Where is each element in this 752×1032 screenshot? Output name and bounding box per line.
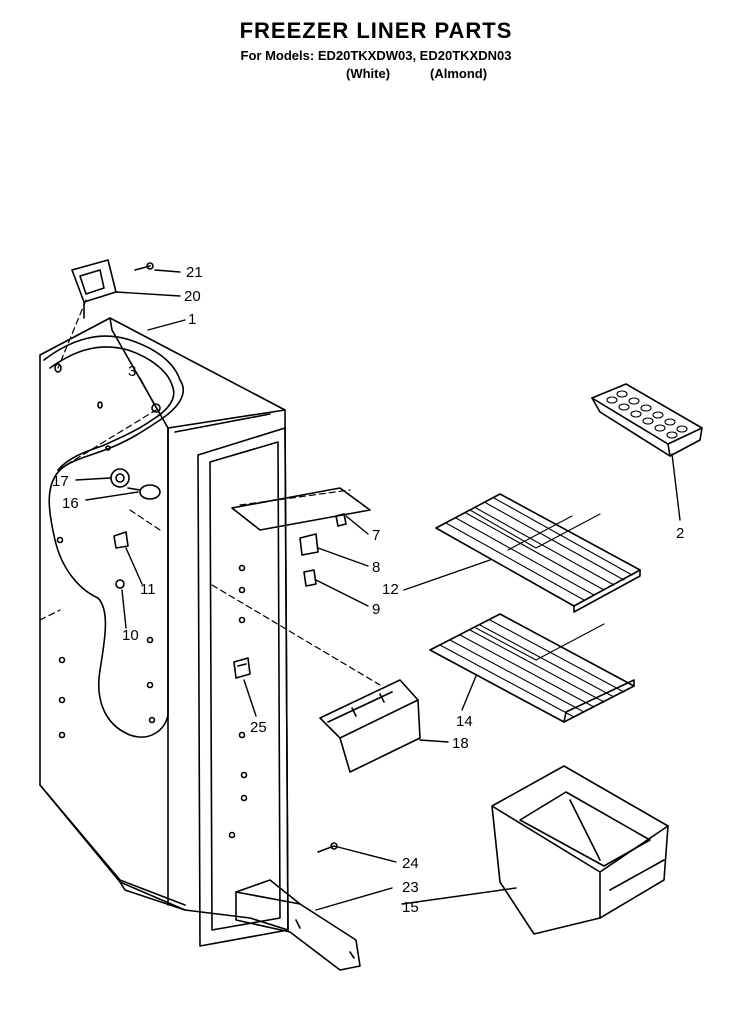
variant-white-label: (White) [346,66,391,81]
callout-9: 9 [372,601,380,618]
ice-tray-part-2 [591,383,703,457]
callout-23: 23 [402,879,419,896]
screw-part-24 [317,842,338,853]
bracket-part-23 [235,879,361,971]
callout-8: 8 [372,559,380,576]
variant-almond-label: (Almond) [430,66,488,81]
callout-11: 11 [140,581,156,598]
callout-18: 18 [452,735,469,752]
callout-20: 20 [184,288,201,305]
plug-part-3 [151,403,161,413]
wire-shelf-part-12 [435,493,641,613]
leader-lines [75,269,681,911]
callout-24: 24 [402,855,419,872]
screw-part-21 [134,262,154,271]
callout-12: 12 [382,581,399,598]
callout-25: 25 [250,719,267,736]
callout-labels: 21 20 1 3 17 16 11 10 7 8 12 9 2 14 18 2… [52,264,684,916]
shelf-support-part-18 [319,679,421,773]
callout-1: 1 [188,311,196,328]
callout-14: 14 [456,713,473,730]
freezer-liner [39,317,289,947]
wire-shelf-part-14 [429,613,635,723]
callout-7: 7 [372,527,380,544]
callout-3: 3 [128,363,136,380]
callout-17: 17 [52,473,69,490]
callout-16: 16 [62,495,79,512]
plate-part-7-9 [231,487,371,587]
callout-10: 10 [122,627,139,644]
storage-bin-part-15 [491,765,669,935]
page-title: FREEZER LINER PARTS [239,18,513,43]
callout-21: 21 [186,264,203,281]
lamp-socket-part-17 [110,468,130,488]
switch-part-25 [233,657,251,679]
model-list: For Models: ED20TKXDW03, ED20TKXDN03 [240,48,512,63]
light-bulb-part-16 [127,484,161,500]
switch-part-11 [113,531,129,549]
callout-2: 2 [676,525,684,542]
clip-part-10 [115,579,125,589]
callout-15: 15 [402,899,419,916]
bracket-part-20 [71,259,117,319]
guide-lines [39,299,381,686]
